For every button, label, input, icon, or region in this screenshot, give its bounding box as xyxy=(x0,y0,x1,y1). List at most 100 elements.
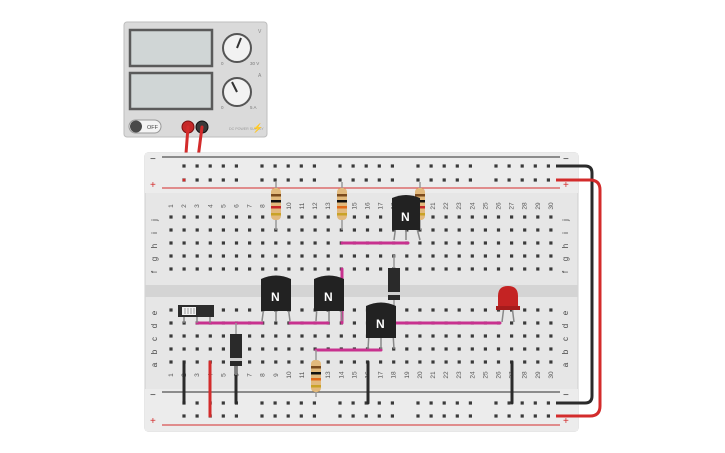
breadboard-hole[interactable] xyxy=(496,347,501,351)
breadboard-hole[interactable] xyxy=(455,178,459,182)
breadboard-hole[interactable] xyxy=(182,164,186,168)
breadboard-hole[interactable] xyxy=(169,321,173,325)
breadboard-hole[interactable] xyxy=(312,414,316,418)
diode[interactable] xyxy=(388,255,400,308)
breadboard-hole[interactable] xyxy=(300,241,304,245)
breadboard-hole[interactable] xyxy=(338,164,342,168)
breadboard-hole[interactable] xyxy=(533,164,537,168)
transistor[interactable]: N xyxy=(366,302,396,350)
breadboard-hole[interactable] xyxy=(248,267,252,271)
breadboard-hole[interactable] xyxy=(273,414,277,418)
breadboard-hole[interactable] xyxy=(470,308,474,312)
breadboard-hole[interactable] xyxy=(208,334,212,338)
breadboard-hole[interactable] xyxy=(221,414,225,418)
breadboard-hole[interactable] xyxy=(536,334,540,338)
breadboard-hole[interactable] xyxy=(208,215,212,219)
breadboard-hole[interactable] xyxy=(457,360,461,364)
breadboard-hole[interactable] xyxy=(169,215,173,219)
breadboard-hole[interactable] xyxy=(549,360,553,364)
breadboard-hole[interactable] xyxy=(195,334,199,338)
breadboard-hole[interactable] xyxy=(274,347,278,351)
breadboard-hole[interactable] xyxy=(248,254,252,258)
breadboard-hole[interactable] xyxy=(483,267,487,271)
breadboard-hole[interactable] xyxy=(261,334,265,338)
breadboard-hole[interactable] xyxy=(326,254,330,258)
breadboard-hole[interactable] xyxy=(364,178,368,182)
breadboard-hole[interactable] xyxy=(339,334,343,338)
current-knob[interactable] xyxy=(222,77,252,107)
breadboard-hole[interactable] xyxy=(494,401,498,405)
breadboard-hole[interactable] xyxy=(431,360,435,364)
breadboard-hole[interactable] xyxy=(300,360,304,364)
breadboard-hole[interactable] xyxy=(286,164,290,168)
breadboard-hole[interactable] xyxy=(418,241,422,245)
transistor[interactable]: N xyxy=(261,275,291,322)
breadboard-hole[interactable] xyxy=(208,347,212,351)
resistor[interactable] xyxy=(271,182,281,230)
breadboard-hole[interactable] xyxy=(483,228,487,232)
breadboard-hole[interactable] xyxy=(300,215,304,219)
breadboard-hole[interactable] xyxy=(287,241,291,245)
breadboard-hole[interactable] xyxy=(208,254,212,258)
breadboard-hole[interactable] xyxy=(195,360,199,364)
breadboard-hole[interactable] xyxy=(549,241,553,245)
breadboard-hole[interactable] xyxy=(536,308,540,312)
resistor[interactable] xyxy=(311,350,321,397)
breadboard-hole[interactable] xyxy=(182,267,186,271)
voltage-knob[interactable] xyxy=(222,33,252,63)
breadboard-hole[interactable] xyxy=(326,360,330,364)
breadboard-hole[interactable] xyxy=(299,414,303,418)
breadboard-hole[interactable] xyxy=(364,164,368,168)
breadboard-hole[interactable] xyxy=(260,164,264,168)
breadboard-hole[interactable] xyxy=(365,254,370,258)
breadboard-hole[interactable] xyxy=(416,164,420,168)
breadboard-hole[interactable] xyxy=(260,414,264,418)
breadboard-hole[interactable] xyxy=(286,414,290,418)
breadboard-hole[interactable] xyxy=(431,347,435,351)
breadboard-hole[interactable] xyxy=(273,401,277,405)
breadboard-hole[interactable] xyxy=(390,414,394,418)
breadboard-hole[interactable] xyxy=(510,334,514,338)
breadboard-hole[interactable] xyxy=(431,334,435,338)
breadboard-hole[interactable] xyxy=(431,215,435,219)
breadboard-hole[interactable] xyxy=(468,414,472,418)
breadboard-hole[interactable] xyxy=(520,401,524,405)
breadboard-hole[interactable] xyxy=(390,164,394,168)
breadboard-hole[interactable] xyxy=(444,267,448,271)
breadboard-hole[interactable] xyxy=(274,241,278,245)
breadboard-hole[interactable] xyxy=(470,267,474,271)
breadboard-hole[interactable] xyxy=(470,241,474,245)
breadboard-hole[interactable] xyxy=(352,360,356,364)
breadboard-hole[interactable] xyxy=(379,360,383,364)
breadboard-hole[interactable] xyxy=(418,267,422,271)
breadboard-hole[interactable] xyxy=(470,228,474,232)
breadboard-hole[interactable] xyxy=(523,267,527,271)
breadboard-hole[interactable] xyxy=(470,334,474,338)
breadboard-hole[interactable] xyxy=(510,241,514,245)
breadboard-hole[interactable] xyxy=(444,360,448,364)
breadboard-hole[interactable] xyxy=(416,401,420,405)
breadboard-hole[interactable] xyxy=(444,215,448,219)
breadboard-hole[interactable] xyxy=(507,414,511,418)
breadboard-hole[interactable] xyxy=(365,228,370,232)
breadboard-hole[interactable] xyxy=(494,164,498,168)
transistor[interactable]: N xyxy=(392,195,421,241)
breadboard-hole[interactable] xyxy=(169,254,173,258)
breadboard-hole[interactable] xyxy=(352,254,356,258)
breadboard-hole[interactable] xyxy=(510,267,514,271)
breadboard-hole[interactable] xyxy=(523,241,527,245)
breadboard-hole[interactable] xyxy=(299,401,303,405)
breadboard-hole[interactable] xyxy=(326,267,330,271)
breadboard-hole[interactable] xyxy=(523,228,527,232)
breadboard-hole[interactable] xyxy=(523,215,527,219)
breadboard-hole[interactable] xyxy=(287,228,291,232)
breadboard-hole[interactable] xyxy=(195,414,199,418)
breadboard-hole[interactable] xyxy=(549,321,553,325)
breadboard-hole[interactable] xyxy=(442,164,446,168)
breadboard-hole[interactable] xyxy=(261,347,265,351)
breadboard-hole[interactable] xyxy=(312,178,316,182)
breadboard-hole[interactable] xyxy=(483,254,487,258)
breadboard-hole[interactable] xyxy=(234,164,238,168)
breadboard-hole[interactable] xyxy=(418,334,422,338)
breadboard-hole[interactable] xyxy=(536,241,540,245)
